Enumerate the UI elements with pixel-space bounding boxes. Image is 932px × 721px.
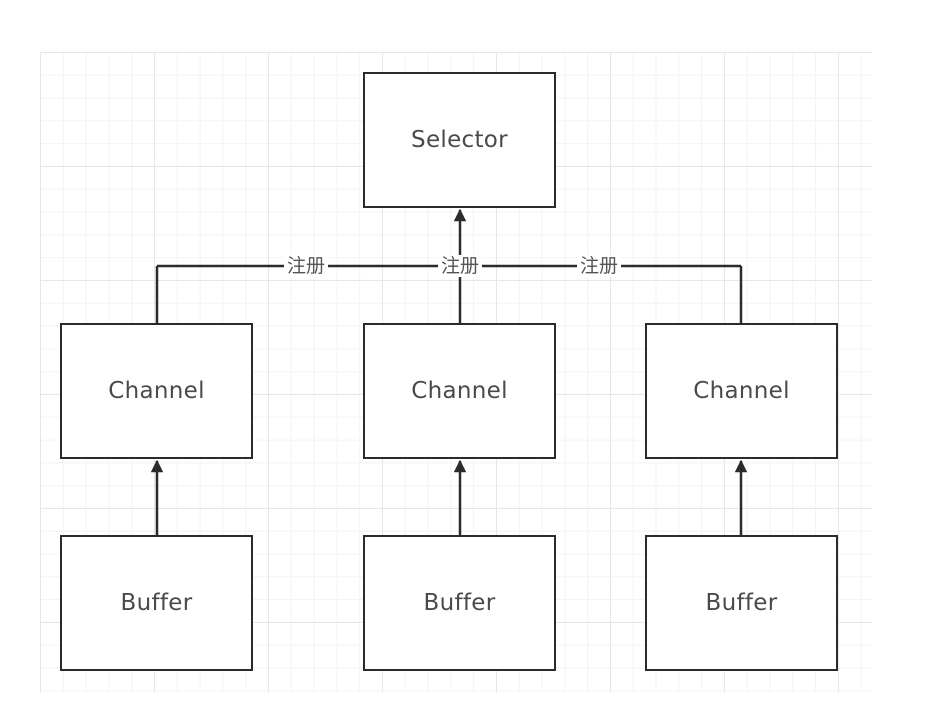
register-label-center: 注册 — [437, 255, 483, 277]
buffer-label: Buffer — [423, 590, 496, 616]
channel-node-center[interactable]: Channel — [363, 323, 556, 459]
selector-label: Selector — [411, 127, 508, 153]
channel-label: Channel — [411, 378, 508, 404]
channel-label: Channel — [108, 378, 205, 404]
buffer-node-right[interactable]: Buffer — [645, 535, 838, 671]
buffer-node-left[interactable]: Buffer — [60, 535, 253, 671]
channel-node-left[interactable]: Channel — [60, 323, 253, 459]
selector-node[interactable]: Selector — [363, 72, 556, 208]
buffer-label: Buffer — [705, 590, 778, 616]
buffer-label: Buffer — [120, 590, 193, 616]
channel-label: Channel — [693, 378, 790, 404]
channel-node-right[interactable]: Channel — [645, 323, 838, 459]
buffer-node-center[interactable]: Buffer — [363, 535, 556, 671]
register-label-right: 注册 — [576, 255, 622, 277]
register-label-left: 注册 — [283, 255, 329, 277]
